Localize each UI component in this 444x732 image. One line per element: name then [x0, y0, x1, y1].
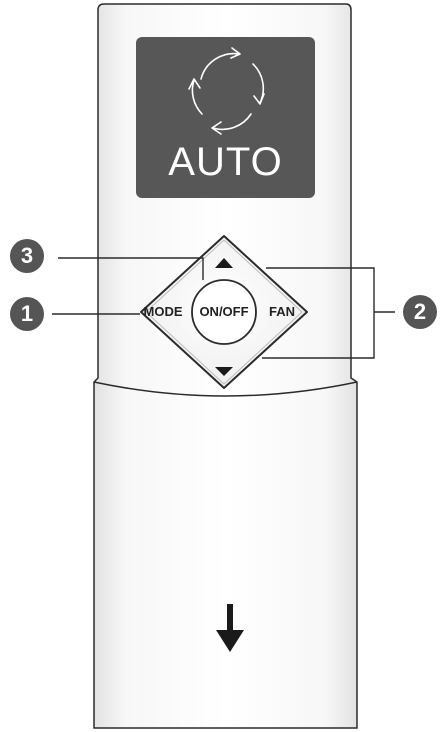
auto-cycle-arrows-icon: [188, 47, 265, 135]
battery-cover-seam: [93, 381, 358, 397]
callout-line-2: [262, 267, 375, 359]
callout-number-2: 2: [413, 299, 427, 324]
triangle-up-icon[interactable]: [215, 258, 233, 268]
onoff-button[interactable]: [191, 279, 257, 345]
callout-badge-1: [10, 297, 44, 331]
display-screen: [136, 37, 315, 198]
callout-line-3: [58, 257, 204, 280]
arrow-down-icon: [216, 604, 244, 652]
onoff-button-label[interactable]: ON/OFF: [199, 304, 249, 319]
callout-badge-2: [403, 295, 437, 329]
callout-number-3: 3: [20, 243, 34, 268]
display-mode-text: AUTO: [168, 140, 283, 184]
dpad-inner-ring: [145, 239, 303, 385]
callout-number-1: 1: [20, 301, 34, 326]
callout-badge-3: [10, 239, 44, 273]
fan-button[interactable]: FAN: [269, 304, 295, 319]
triangle-down-icon[interactable]: [215, 367, 233, 376]
mode-button[interactable]: MODE: [143, 304, 183, 319]
callout-lines: [52, 257, 395, 359]
